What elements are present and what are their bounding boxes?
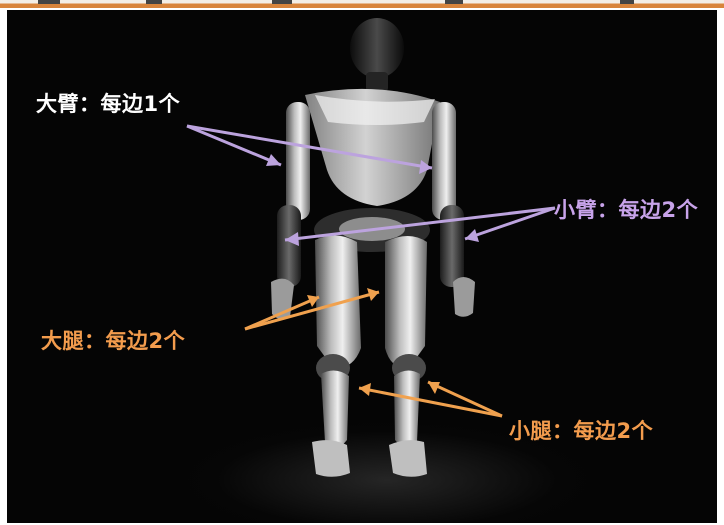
robot-head-icon (350, 18, 404, 78)
arrow-head (359, 383, 371, 396)
shin-arrow-left (358, 386, 503, 418)
upper-arm-arrow-left (186, 124, 282, 167)
robot-left-upper-arm (286, 102, 310, 220)
upper-arm-arrow-right (186, 124, 433, 170)
robot-left-forearm (277, 205, 301, 287)
arrow-head (419, 160, 432, 174)
label-thigh: 大腿：每边2个 (41, 329, 186, 353)
robot-right-upper-arm (432, 102, 456, 220)
arrow-head (266, 154, 281, 166)
floor-reflection (177, 420, 597, 523)
arrow-head (428, 382, 440, 394)
label-upper-arm: 大臂：每边1个 (36, 92, 181, 116)
robot-left-foot (312, 440, 350, 477)
thigh-arrow-right (244, 290, 380, 331)
top-strip-mark (38, 0, 60, 4)
label-shin: 小腿：每边2个 (509, 419, 654, 443)
robot-left-shin (321, 370, 349, 448)
robot-right-shin (394, 370, 420, 448)
forearm-arrow-right (464, 206, 556, 241)
robot-body (271, 18, 475, 477)
annotation-arrows (186, 124, 556, 418)
arrow-head (285, 232, 299, 246)
top-strip (0, 0, 724, 8)
robot-right-hand (453, 277, 475, 317)
robot-neck (366, 72, 388, 92)
arrow-head (367, 288, 379, 301)
forearm-arrow-left (284, 206, 556, 242)
robot-right-forearm (440, 205, 464, 287)
robot-photo: 大臂：每边1个 小臂：每边2个 大腿：每边2个 小腿：每边2个 (7, 10, 717, 523)
robot-illustration (186, 18, 556, 477)
top-strip-mark (272, 0, 292, 4)
arrow-head (307, 295, 319, 307)
arrow-head (465, 229, 479, 242)
top-strip-mark (445, 0, 463, 4)
label-forearm: 小臂：每边2个 (554, 198, 699, 222)
robot-chest-plate (315, 95, 435, 125)
robot-right-foot (389, 440, 427, 477)
thigh-arrow-left (244, 295, 320, 331)
top-strip-mark (620, 0, 634, 4)
shin-arrow-right (427, 380, 503, 418)
robot-right-thigh (385, 236, 427, 369)
top-strip-mark (146, 0, 162, 4)
